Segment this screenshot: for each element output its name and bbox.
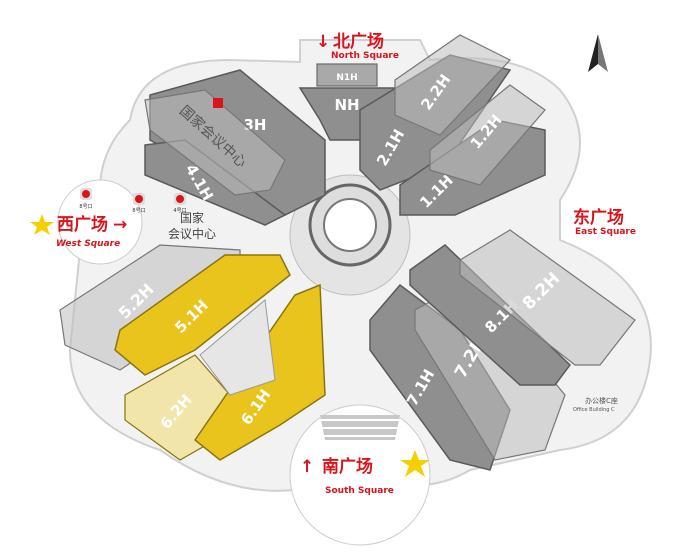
east-square-label[interactable]: 东广场 East Square (573, 207, 636, 237)
svg-text:South Square: South Square (325, 486, 394, 496)
south-square-label[interactable]: ↑ 南广场 South Square (300, 450, 430, 496)
hall-2-2h[interactable]: 2.2H (394, 34, 511, 136)
star-icon (30, 214, 54, 235)
metro-exit-1[interactable]: 8号口 (79, 188, 93, 210)
hospital-cross-icon (213, 98, 223, 108)
svg-text:→: → (113, 215, 127, 235)
west-square-area (57, 179, 143, 265)
hall-n1h[interactable]: N1H (316, 63, 378, 87)
svg-text:8号口: 8号口 (132, 208, 145, 214)
office-label-en: Office Building C (573, 407, 615, 413)
svg-text:West Square: West Square (56, 239, 120, 249)
svg-text:西广场: 西广场 (57, 214, 108, 235)
svg-text:N1H: N1H (336, 73, 357, 83)
svg-text:↑: ↑ (300, 457, 314, 477)
metro-icon (135, 195, 143, 203)
svg-text:East Square: East Square (575, 227, 636, 237)
metro-icon (176, 195, 184, 203)
star-icon (400, 450, 430, 477)
ncc-label-line1: 国家 (180, 210, 204, 225)
metro-exit-3[interactable]: 4号口 (173, 193, 187, 214)
metro-icon (82, 190, 90, 198)
svg-text:8号口: 8号口 (79, 204, 92, 210)
hall-6-1h[interactable]: 6.1H (193, 283, 326, 461)
south-entrance (289, 404, 431, 546)
svg-text:4号口: 4号口 (173, 208, 186, 214)
svg-text:南广场: 南广场 (322, 456, 373, 477)
west-square-label[interactable]: 西广场 → West Square (30, 214, 127, 249)
svg-text:NH: NH (334, 96, 359, 114)
north-arrow-icon (588, 34, 608, 72)
hall-8-1h[interactable]: 8.1H (409, 244, 571, 386)
svg-text:北广场: 北广场 (333, 31, 384, 52)
svg-text:North Square: North Square (331, 51, 399, 61)
ncc-label-line2: 会议中心 (168, 226, 216, 241)
office-label-cn: 办公楼C座 (585, 396, 618, 405)
north-square-label[interactable]: ↓ 北广场 North Square (316, 31, 399, 61)
svg-text:东广场: 东广场 (573, 207, 624, 228)
hall-1-2h[interactable]: 1.2H (429, 84, 546, 186)
hall-5-1h[interactable]: 5.1H (114, 254, 291, 376)
svg-text:↓: ↓ (316, 32, 330, 52)
hall-8-2h[interactable]: 8.2H (459, 229, 636, 366)
metro-exit-2[interactable]: 8号口 (132, 193, 146, 214)
